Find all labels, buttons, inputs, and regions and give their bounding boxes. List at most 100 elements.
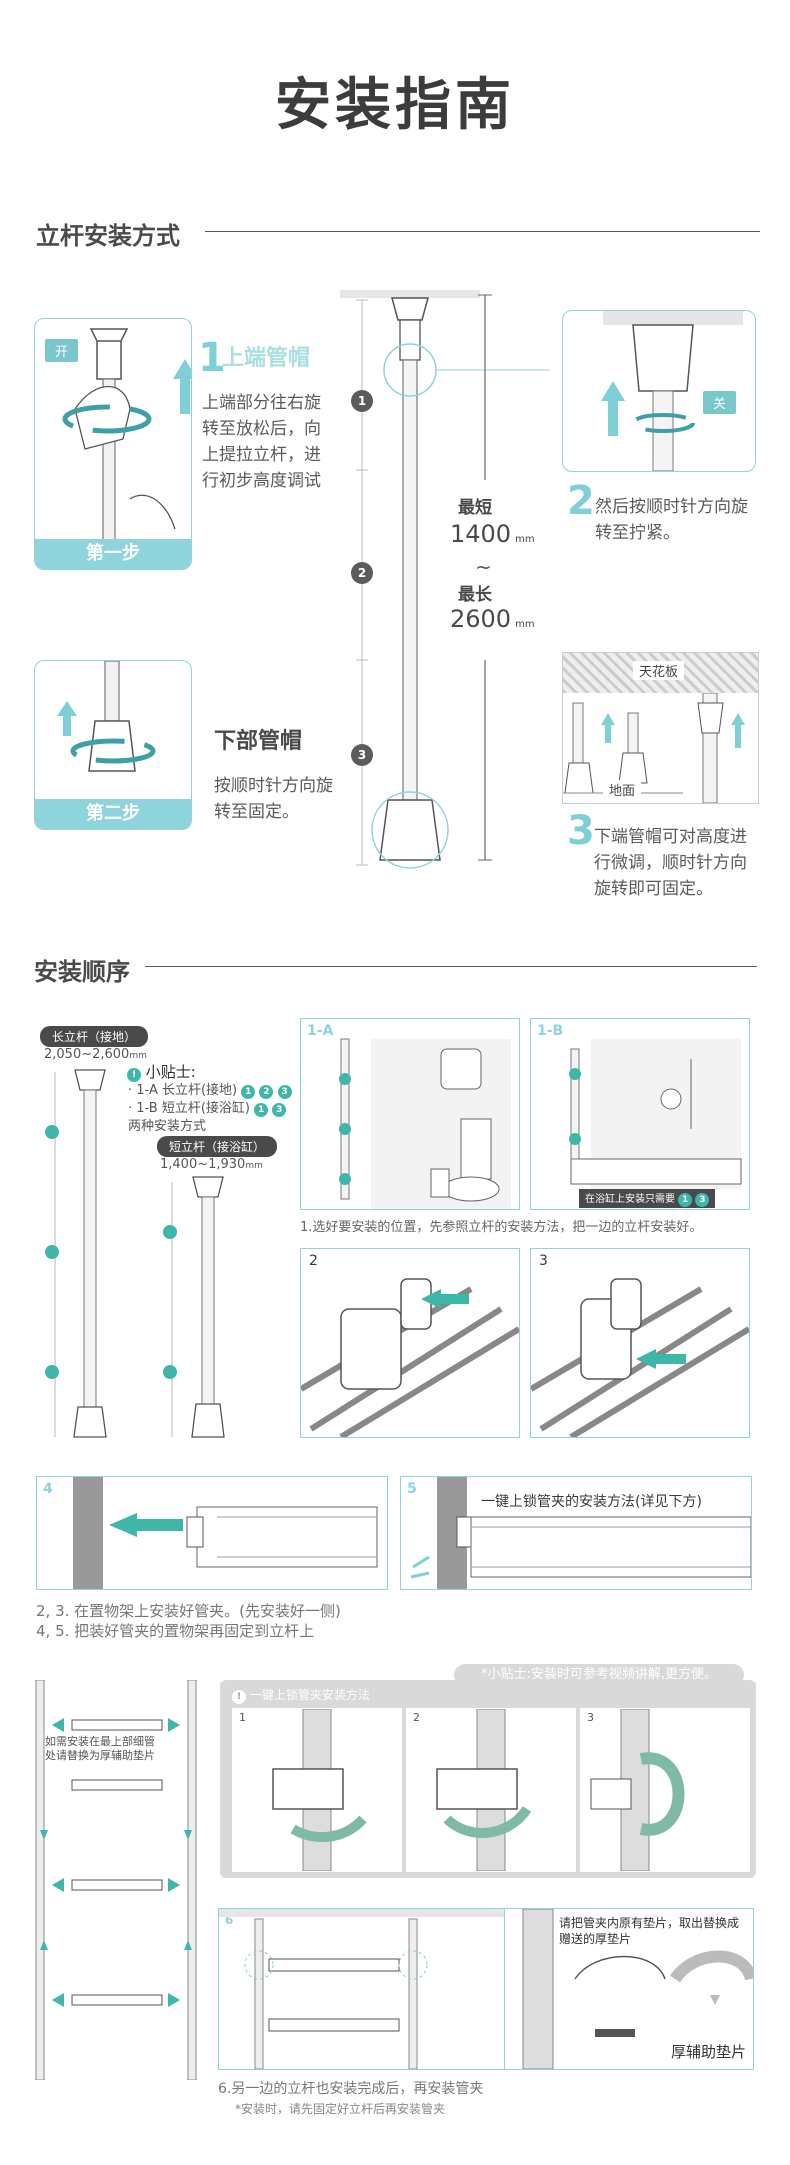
max-length-label: 最长 — [458, 585, 492, 605]
tip-1a-step-3: 3 — [277, 1085, 292, 1099]
lock-step-3-illustration — [590, 1709, 685, 1871]
panel-3: 3 — [530, 1248, 750, 1438]
caption-2-3: 2, 3. 在置物架上安装好管夹。(先安装好一侧) — [36, 1602, 341, 1620]
ceiling-floor-illustration — [563, 693, 745, 803]
caption-6: 6.另一边的立杆也安装完成后，再安装管夹 — [218, 2081, 484, 2097]
lock-step-2-label: 2 — [413, 1711, 420, 1724]
short-pole-size-wrap: 1,400~1,930mm — [160, 1156, 263, 1175]
tip-icon: ! — [127, 1068, 141, 1082]
rack-on-pole-illustration-5 — [410, 1477, 751, 1589]
step1-desc: 上端部分往右旋转至放松后，向上提拉立杆，进行初步高度调试 — [202, 393, 321, 491]
short-pole-illustration — [163, 1176, 225, 1438]
range-tilde: ~ — [475, 555, 492, 579]
pad-note: 请把管夹内原有垫片，取出替换成赠送的厚垫片 — [559, 1916, 740, 1946]
panel-5-label: 5 — [407, 1481, 417, 1497]
tip-1b-wrap: · 1-B 短立杆(接浴缸) 1 3 — [128, 1100, 287, 1118]
right-step2-number: 2 — [567, 478, 595, 524]
caption-6-sub: *安装时，请先固定好立杆后再安装管夹 — [235, 2102, 446, 2116]
short-pole-unit: mm — [245, 1161, 263, 1171]
marker-2: 2 — [351, 562, 373, 584]
second-pole-illustration — [219, 1909, 507, 2069]
caption-4-5: 4, 5. 把装好管夹的置物架再固定到立杆上 — [36, 1622, 315, 1640]
long-pole-size: 2,050~2,600 — [44, 1047, 130, 1062]
tip-note: 两种安装方式 — [128, 1119, 207, 1134]
bathtub-step-3: 3 — [695, 1193, 710, 1207]
bottom-cap-illustration — [57, 661, 156, 772]
step1-bar: 第一步 — [35, 539, 191, 569]
tip-1b-step-3: 3 — [272, 1103, 287, 1117]
close-badge: 关 — [703, 391, 737, 414]
panel-3-label: 3 — [539, 1253, 548, 1269]
ceiling-label: 天花板 — [633, 661, 685, 680]
lock-title-wrap: ! 一键上锁管夹安装方法 — [232, 1686, 370, 1704]
step1-panel: 开 第一步 — [34, 318, 192, 570]
long-pole-size-wrap: 2,050~2,600mm — [44, 1046, 147, 1065]
marker-1: 1 — [351, 390, 373, 412]
page-title: 安装指南 — [275, 73, 515, 138]
panel-6-label: 6 — [225, 1913, 234, 1927]
pad-replace-illustration — [522, 1909, 753, 2069]
lock-title: 一键上锁管夹安装方法 — [249, 1688, 370, 1702]
short-pole-label: 短立杆（接浴缸） — [157, 1136, 278, 1157]
section-heading-pole-install: 立杆安装方式 — [36, 222, 180, 250]
right-step2-desc: 然后按顺时针方向旋转至拧紧。 — [595, 497, 748, 543]
lock-step-1-label: 1 — [239, 1711, 246, 1724]
top-cap-close-illustration — [601, 311, 743, 471]
panel-5: 5 一键上锁管夹的安装方法(详见下方) — [400, 1476, 752, 1590]
right-step3-panel: 天花板 地面 — [562, 652, 759, 804]
tip-1a: 1-A 长立杆(接地) — [136, 1083, 238, 1098]
tip-wrap: ! 小贴士: — [127, 1061, 196, 1082]
bathtub-step-1: 1 — [678, 1193, 693, 1207]
right-step2-panel: 关 — [562, 310, 756, 472]
long-pole-illustration — [45, 1069, 107, 1438]
long-pole-unit: mm — [129, 1051, 147, 1061]
bathtub-note: 在浴缸上安装只需要 — [585, 1194, 675, 1205]
max-length-value: 2600 — [450, 605, 512, 633]
pad-label: 厚辅助垫片 — [671, 2043, 747, 2061]
lock-step-3: 3 — [580, 1708, 750, 1872]
lock-step-2-illustration — [436, 1709, 532, 1871]
tip-1a-wrap: · 1-A 长立杆(接地) 1 2 3 — [128, 1082, 292, 1100]
right-step3-desc: 下端管帽可对高度进行微调，顺时针方向旋转即可固定。 — [594, 827, 747, 899]
clamp-sequence-illustration — [35, 1680, 197, 2080]
step2-panel: 第二步 — [34, 660, 192, 830]
panel-2-label: 2 — [309, 1253, 318, 1269]
lock-step-1-illustration — [272, 1709, 367, 1871]
panel-4-label: 4 — [43, 1481, 53, 1497]
section-heading-install-order: 安装顺序 — [34, 958, 130, 986]
panel-2: 2 — [300, 1248, 520, 1438]
step2-bar: 第二步 — [35, 799, 191, 829]
step1-number: 1 — [198, 335, 226, 381]
min-length-value: 1400 — [450, 520, 512, 548]
tip-1b-step-1: 1 — [254, 1103, 269, 1117]
panel-4: 4 — [36, 1476, 388, 1590]
bathroom-1a-illustration — [339, 1038, 511, 1209]
panel-1a: 1-A — [300, 1018, 520, 1210]
lock-step-2: 2 — [406, 1708, 576, 1872]
tip-title: 小贴士: — [145, 1063, 196, 1081]
panel-6: 6 — [218, 1908, 508, 2070]
step1-label: 上端管帽 — [222, 346, 311, 371]
bathroom-1b-illustration — [569, 1039, 742, 1189]
video-tip: *小贴士:安装时可参考视频讲解,更方便。 — [454, 1664, 744, 1686]
short-pole-size: 1,400~1,930 — [160, 1157, 246, 1172]
panel-1b-label: 1-B — [537, 1023, 564, 1039]
rack-clamp-illustration-3 — [531, 1278, 749, 1437]
section-divider — [205, 231, 760, 232]
max-unit: mm — [515, 619, 535, 630]
lock-step-1: 1 — [232, 1708, 402, 1872]
min-length-label: 最短 — [458, 498, 492, 518]
panel-1b: 1-B 在浴缸上安装只需要 1 3 — [530, 1018, 750, 1210]
floor-label: 地面 — [603, 780, 642, 799]
bottom-cap-desc: 按顺时针方向旋转至固定。 — [214, 776, 333, 822]
panel-5-text: 一键上锁管夹的安装方法(详见下方) — [481, 1491, 702, 1511]
bottom-cap-label: 下部管帽 — [214, 729, 303, 754]
pole-diagram — [340, 290, 550, 869]
hand-lift-illustration — [62, 328, 191, 539]
marker-3: 3 — [351, 744, 373, 766]
lock-step-3-label: 3 — [587, 1711, 594, 1724]
panel-1a-label: 1-A — [307, 1023, 334, 1039]
right-step3-number: 3 — [567, 808, 595, 854]
